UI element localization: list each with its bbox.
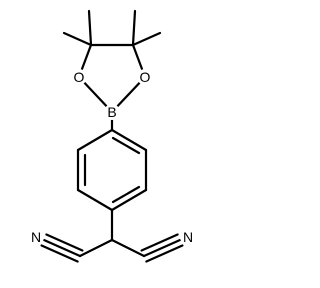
bond-ch-ch2-left: [78, 238, 114, 258]
atom-label-oxygen-left: O: [74, 69, 85, 85]
bond-ch-ch2-right: [110, 238, 146, 258]
dinitrile-chain: [40, 208, 184, 263]
atom-label-oxygen-right: O: [140, 69, 151, 85]
chemical-structure-diagram: O O B N N: [28, 9, 196, 263]
benzene-ring: [76, 128, 148, 212]
ring-bond-3: [110, 188, 148, 212]
ring-bond-4: [76, 188, 114, 212]
nitrile-left-bond-3: [45, 233, 84, 252]
bond-methyl-2: [87, 9, 93, 47]
bond-o2-b: [110, 75, 147, 114]
nitrile-left-bond-1: [42, 238, 82, 258]
bond-o1-b: [77, 75, 114, 114]
nitrile-left-bond-2: [40, 244, 79, 263]
ring-bond-1: [110, 128, 148, 152]
ring-double-bond-1: [111, 136, 141, 155]
bond-methyl-1: [62, 31, 93, 47]
atom-label-nitrogen-left: N: [31, 229, 41, 245]
methyl-groups: [62, 9, 162, 47]
bond-methyl-3: [131, 9, 137, 47]
atom-label-nitrogen-right: N: [183, 229, 193, 245]
dioxaborolane-ring: [77, 43, 147, 114]
atom-labels: O O B N N: [28, 69, 196, 245]
nitrile-right-bond-1: [142, 238, 182, 258]
atom-label-boron: B: [107, 104, 116, 120]
nitrile-right-bond-2: [145, 244, 184, 263]
nitrile-right-bond-3: [140, 233, 179, 252]
ring-bond-6: [76, 128, 114, 152]
bond-methyl-4: [131, 31, 162, 47]
ring-double-bond-2: [111, 185, 141, 204]
